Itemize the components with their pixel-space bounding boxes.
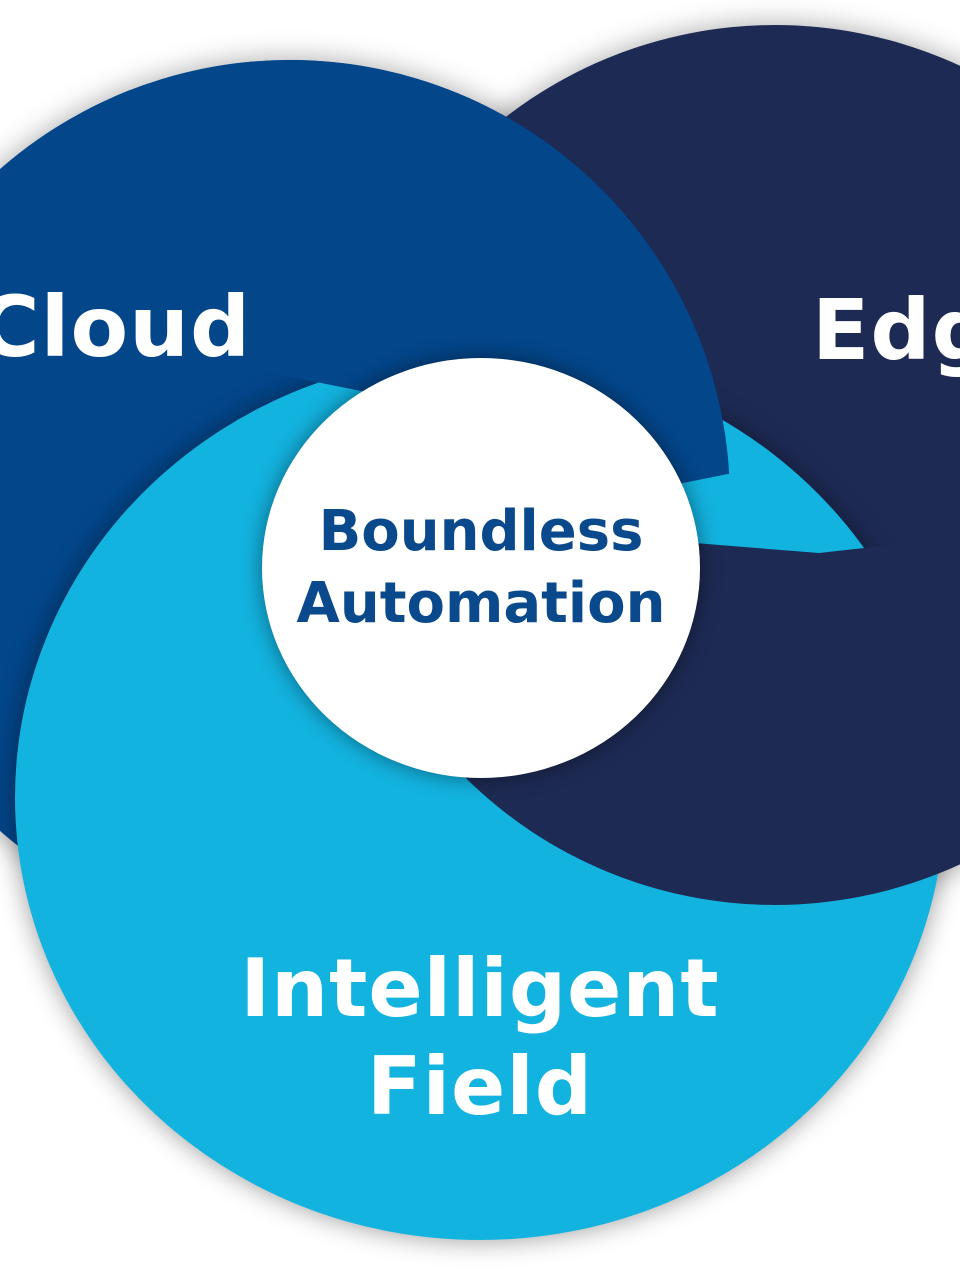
center-label-line2: Automation	[296, 571, 666, 636]
intelligent-field-label: Intelligent Field	[0, 940, 960, 1136]
cloud-label: Cloud	[0, 278, 252, 376]
center-label: Boundless Automation	[297, 496, 666, 640]
field-label-line2: Field	[366, 1040, 593, 1133]
field-label-line1: Intelligent	[240, 942, 720, 1035]
center-label-line1: Boundless	[318, 499, 644, 564]
edge-label: Edg	[812, 281, 960, 379]
center-circle: Boundless Automation	[262, 358, 700, 778]
